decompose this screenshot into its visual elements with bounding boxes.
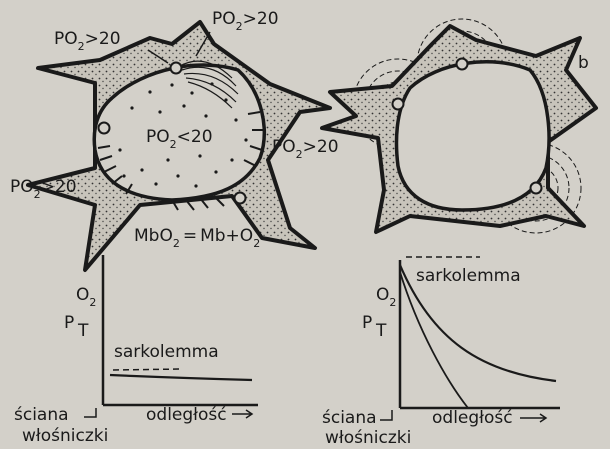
svg-text:PO2>20: PO2>20	[272, 137, 339, 161]
origin-arrow	[380, 410, 392, 420]
capillary	[457, 59, 468, 70]
capillary	[235, 193, 246, 204]
y-label-o2: O2	[376, 285, 396, 309]
po2-label-right: PO2>20	[272, 137, 339, 161]
curve-label: sarkolemma	[114, 342, 219, 362]
x-origin-label-2: włośniczki	[325, 428, 411, 448]
capillary	[171, 63, 182, 74]
x-origin-label: ściana	[322, 408, 377, 428]
po2-label-top-right: PO2>20	[212, 9, 279, 33]
capillary	[531, 183, 542, 194]
panel-b-fiber	[322, 19, 596, 233]
dashed-baseline	[113, 369, 182, 370]
panel-b-label: b	[578, 53, 589, 73]
po2-curve-fast	[400, 272, 468, 408]
svg-text:MbO2=Mb+O2: MbO2=Mb+O2	[134, 226, 260, 250]
graph-right: O2 P T sarkolemma ściana włośniczki odle…	[322, 257, 560, 448]
x-origin-label: ściana	[14, 405, 69, 425]
y-label-t: T	[375, 321, 387, 341]
capillary	[99, 123, 110, 134]
capillary	[393, 99, 404, 110]
y-label-p: P	[362, 313, 372, 333]
po2-label-top-left: PO2>20	[54, 29, 121, 53]
y-label-t: T	[77, 321, 89, 341]
y-label-o2: O2	[76, 285, 96, 309]
x-axis-label: odległość	[432, 408, 513, 428]
x-arrow	[520, 414, 546, 422]
myoglobin-equation: MbO2=Mb+O2	[134, 226, 260, 250]
x-origin-label-2: włośniczki	[22, 426, 108, 446]
x-axis-label: odległość	[146, 405, 227, 425]
origin-arrow	[84, 408, 96, 417]
muscle-fiber-b	[397, 62, 549, 210]
po2-curve	[110, 375, 252, 380]
y-label-p: P	[64, 313, 74, 333]
svg-text:PO2>20: PO2>20	[212, 9, 279, 33]
x-arrow	[232, 410, 252, 418]
graph-left: O2 P T sarkolemma ściana włośniczki odle…	[14, 255, 258, 446]
svg-text:PO2>20: PO2>20	[54, 29, 121, 53]
curve-label: sarkolemma	[416, 266, 521, 286]
